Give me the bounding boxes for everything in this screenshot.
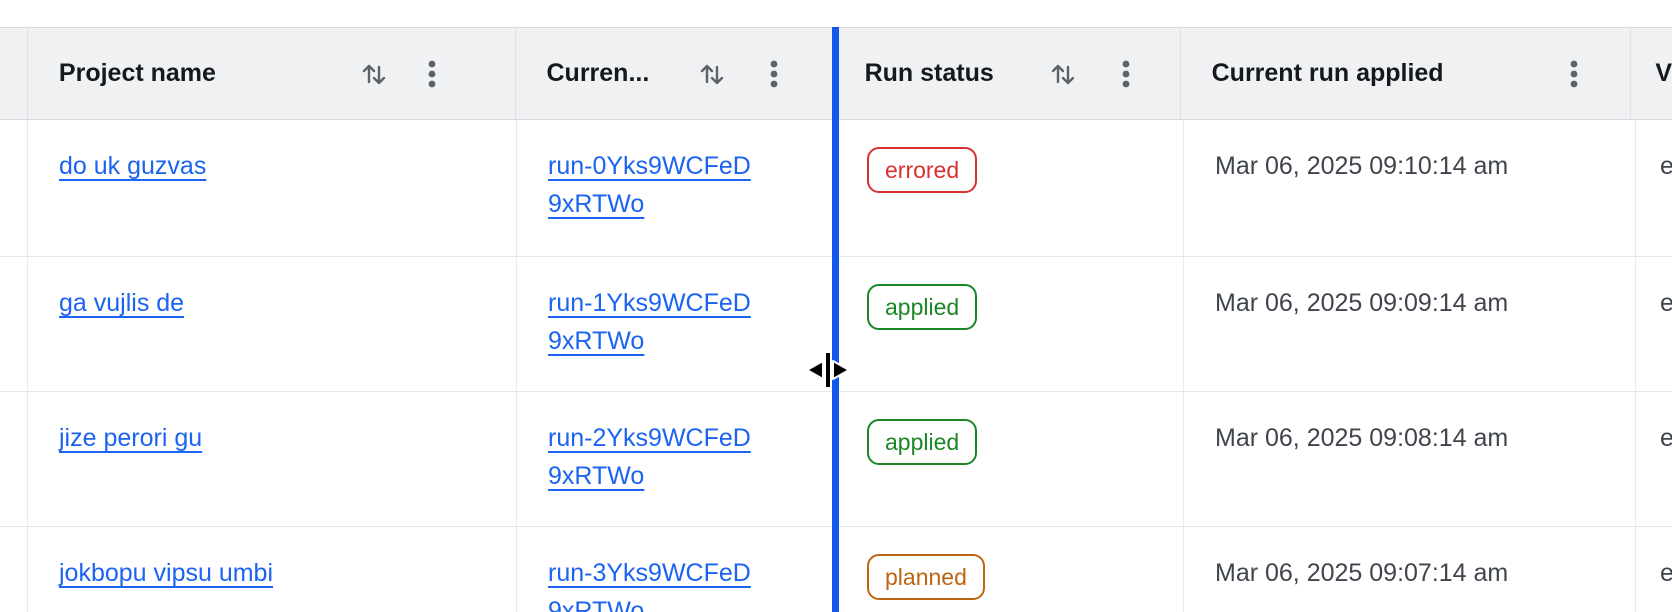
project-link[interactable]: jokbopu vipsu umbi [59, 559, 274, 587]
run-applied-cell: Mar 06, 2025 09:10:14 am [1184, 120, 1636, 256]
run-status-badge: applied [867, 419, 978, 465]
column-header-project-name[interactable]: Project name [28, 28, 516, 119]
overflow-cell: e [1636, 527, 1672, 612]
run-status-cell: applied [837, 257, 1184, 391]
current-run-cell: run-0Yks9WCFeD9xRTWo [517, 120, 837, 256]
run-status-badge: planned [867, 554, 985, 600]
column-label: Run status [864, 59, 994, 87]
kebab-menu-icon[interactable] [1562, 59, 1586, 89]
run-status-badge: errored [867, 147, 978, 193]
run-status-cell: planned [837, 527, 1184, 612]
overflow-cell: e [1636, 392, 1672, 526]
kebab-menu-icon[interactable] [762, 59, 786, 89]
run-applied-cell: Mar 06, 2025 09:07:14 am [1184, 527, 1636, 612]
row-gutter-cell [0, 392, 28, 526]
project-name-cell: do uk guzvas [28, 120, 517, 256]
project-link[interactable]: do uk guzvas [59, 152, 207, 180]
overflow-cell: e [1636, 257, 1672, 391]
column-header-run-status[interactable]: Run status [835, 28, 1181, 119]
overflow-cell: e [1636, 120, 1672, 256]
run-status-badge: applied [867, 284, 978, 330]
run-applied-cell: Mar 06, 2025 09:08:14 am [1184, 392, 1636, 526]
run-link[interactable]: run-3Yks9WCFeD9xRTWo [548, 559, 751, 612]
project-name-cell: jize perori gu [28, 392, 517, 526]
sort-arrows-icon[interactable] [359, 59, 389, 89]
overflow-cell-text: e [1660, 559, 1672, 587]
run-status-cell: errored [837, 120, 1184, 256]
project-name-cell: ga vujlis de [28, 257, 517, 391]
kebab-menu-icon[interactable] [420, 59, 444, 89]
overflow-cell-text: e [1660, 289, 1672, 317]
column-label: V [1655, 59, 1672, 87]
sort-arrows-icon[interactable] [1048, 59, 1078, 89]
run-applied-cell: Mar 06, 2025 09:09:14 am [1184, 257, 1636, 391]
run-applied-timestamp: Mar 06, 2025 09:08:14 am [1215, 424, 1509, 452]
run-link[interactable]: run-0Yks9WCFeD9xRTWo [548, 152, 751, 218]
run-link[interactable]: run-2Yks9WCFeD9xRTWo [548, 424, 751, 490]
kebab-menu-icon[interactable] [1114, 59, 1138, 89]
column-label: Project name [58, 59, 216, 87]
project-name-cell: jokbopu vipsu umbi [28, 527, 517, 612]
current-run-cell: run-1Yks9WCFeD9xRTWo [517, 257, 837, 391]
project-link[interactable]: jize perori gu [59, 424, 203, 452]
column-label: Curren... [546, 59, 650, 87]
run-status-cell: applied [837, 392, 1184, 526]
row-gutter-cell [0, 120, 28, 256]
current-run-cell: run-2Yks9WCFeD9xRTWo [517, 392, 837, 526]
column-label: Current run applied [1211, 59, 1444, 87]
project-link[interactable]: ga vujlis de [59, 289, 185, 317]
overflow-cell-text: e [1660, 424, 1672, 452]
column-resize-indicator[interactable] [832, 27, 839, 612]
run-applied-timestamp: Mar 06, 2025 09:10:14 am [1215, 152, 1509, 180]
row-gutter-cell [0, 527, 28, 612]
header-gutter-cell [0, 28, 28, 119]
sort-arrows-icon[interactable] [697, 59, 727, 89]
column-header-current-run-applied[interactable]: Current run applied [1181, 28, 1632, 119]
overflow-cell-text: e [1660, 152, 1672, 180]
row-gutter-cell [0, 257, 28, 391]
run-applied-timestamp: Mar 06, 2025 09:09:14 am [1215, 289, 1509, 317]
current-run-cell: run-3Yks9WCFeD9xRTWo [517, 527, 837, 612]
column-header-current-run[interactable]: Curren... [516, 28, 835, 119]
run-link[interactable]: run-1Yks9WCFeD9xRTWo [548, 289, 751, 355]
run-applied-timestamp: Mar 06, 2025 09:07:14 am [1215, 559, 1509, 587]
column-header-overflow[interactable]: V [1631, 28, 1672, 119]
